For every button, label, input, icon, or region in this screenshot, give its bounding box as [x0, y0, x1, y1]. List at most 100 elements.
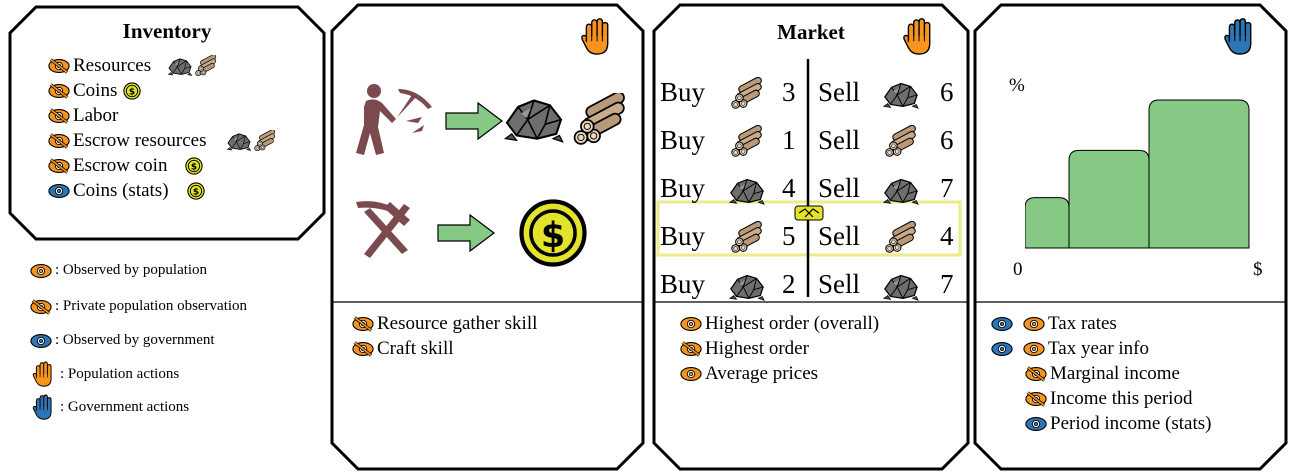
- chart-y-label: %: [1009, 75, 1025, 96]
- tax-bracket-bar: [1025, 197, 1070, 249]
- arrow-icon: [445, 101, 503, 141]
- arrow-icon: [437, 213, 495, 253]
- sell-quantity: 6: [940, 77, 954, 107]
- legend-label: : Population actions: [60, 366, 180, 382]
- chart-x-start: 0: [1013, 259, 1023, 280]
- inventory-item: Coins (stats): [48, 180, 205, 202]
- inventory-item-label: Labor: [73, 105, 119, 126]
- buy-label: Buy: [660, 173, 706, 203]
- legend-item: : Observed by government: [30, 332, 215, 349]
- private-eye-icon: [48, 108, 70, 124]
- population-eye-icon: [680, 366, 702, 382]
- private-eye-icon: [48, 133, 70, 149]
- inventory-item: Coins: [48, 80, 141, 102]
- coin-icon: [187, 182, 205, 200]
- inventory-item-label: Resources: [73, 55, 152, 76]
- stone-icon: [882, 77, 920, 111]
- government-attribute: Tax rates: [991, 313, 1117, 335]
- government-eye-icon: [991, 341, 1013, 357]
- government-attribute-label: Period income (stats): [1050, 413, 1212, 434]
- wood-icon: [252, 130, 278, 152]
- stone-icon: [502, 91, 566, 145]
- government-eye-icon: [48, 183, 70, 199]
- government-attribute-label: Income this period: [1050, 388, 1193, 409]
- private-eye-icon: [48, 83, 70, 99]
- inventory-item-label: Coins: [73, 80, 118, 101]
- crafting-attribute: Craft skill: [352, 338, 454, 360]
- sell-label: Sell: [818, 173, 861, 203]
- wood-icon: [882, 221, 920, 255]
- government-attribute-label: Marginal income: [1050, 363, 1180, 384]
- orange-hand-icon[interactable]: [902, 17, 934, 57]
- population-eye-icon: [30, 263, 52, 279]
- buy-quantity: 2: [782, 269, 796, 299]
- government-attribute-label: Tax rates: [1048, 313, 1117, 334]
- legend-item: : Private population observation: [30, 298, 247, 315]
- buy-quantity: 3: [782, 77, 796, 107]
- sell-label: Sell: [818, 221, 861, 251]
- market-frame: [652, 3, 970, 471]
- stone-icon: [226, 130, 252, 152]
- private-eye-icon: [30, 299, 52, 315]
- orange-hand-icon: [32, 361, 54, 388]
- inventory-item-label: Coins (stats): [73, 180, 169, 201]
- private-eye-icon: [680, 341, 702, 357]
- coin-icon: [518, 198, 588, 268]
- sell-label: Sell: [818, 125, 861, 155]
- market-title: Market: [777, 20, 845, 44]
- market-attribute-label: Average prices: [705, 363, 819, 384]
- inventory-frame: [8, 5, 326, 241]
- legend-item: : Population actions: [32, 361, 179, 388]
- government-attribute: Income this period: [1025, 388, 1192, 410]
- crossed-tools-icon: [356, 201, 410, 258]
- stone-icon: [882, 269, 920, 303]
- government-attribute-label: Tax year info: [1048, 338, 1150, 359]
- crafting-attribute: Resource gather skill: [352, 313, 537, 335]
- government-attribute: Period income (stats): [1025, 413, 1211, 435]
- sell-quantity: 7: [940, 173, 954, 203]
- inventory-item-label: Escrow resources: [73, 130, 207, 151]
- coin-icon: [123, 82, 141, 100]
- population-eye-icon: [1023, 316, 1045, 332]
- market-attribute: Average prices: [680, 363, 818, 385]
- private-eye-icon: [352, 316, 374, 332]
- sell-label: Sell: [818, 269, 861, 299]
- inventory-item-label: Escrow coin: [73, 155, 168, 176]
- legend-item: : Government actions: [32, 394, 189, 421]
- inventory-item: Labor: [48, 105, 118, 127]
- legend-label: : Government actions: [60, 399, 190, 415]
- wood-icon: [568, 93, 632, 147]
- buy-label: Buy: [660, 221, 706, 251]
- sell-quantity: 4: [940, 221, 954, 251]
- market-attribute: Highest order: [680, 338, 809, 360]
- sell-quantity: 6: [940, 125, 954, 155]
- stone-icon: [728, 173, 766, 207]
- orange-hand-icon[interactable]: [580, 17, 612, 57]
- sell-quantity: 7: [940, 269, 954, 299]
- market-attribute-label: Highest order: [705, 338, 809, 359]
- population-eye-icon: [680, 316, 702, 332]
- wood-icon: [728, 77, 766, 111]
- tax-bracket-bar: [1148, 99, 1250, 249]
- stone-icon: [167, 55, 193, 77]
- chart-x-end: $: [1253, 259, 1263, 280]
- market-attribute-label: Highest order (overall): [705, 313, 880, 334]
- tax-bracket-chart: [1025, 99, 1250, 249]
- coin-icon: [185, 157, 203, 175]
- handshake-icon: [794, 205, 824, 221]
- wood-icon: [728, 125, 766, 159]
- private-eye-icon: [352, 341, 374, 357]
- miner-icon: [356, 84, 432, 155]
- legend-label: : Observed by population: [55, 262, 208, 278]
- blue-hand-icon[interactable]: [1223, 17, 1255, 57]
- buy-quantity: 4: [782, 173, 796, 203]
- wood-icon: [882, 125, 920, 159]
- sell-label: Sell: [818, 77, 861, 107]
- population-eye-icon: [1023, 341, 1045, 357]
- crafting-attribute-label: Craft skill: [377, 338, 454, 359]
- buy-quantity: 5: [782, 221, 796, 251]
- legend-label: : Private population observation: [55, 298, 248, 314]
- private-eye-icon: [1025, 391, 1047, 407]
- inventory-panel: Inventory Resources Coins Labor Escrow r…: [8, 5, 326, 241]
